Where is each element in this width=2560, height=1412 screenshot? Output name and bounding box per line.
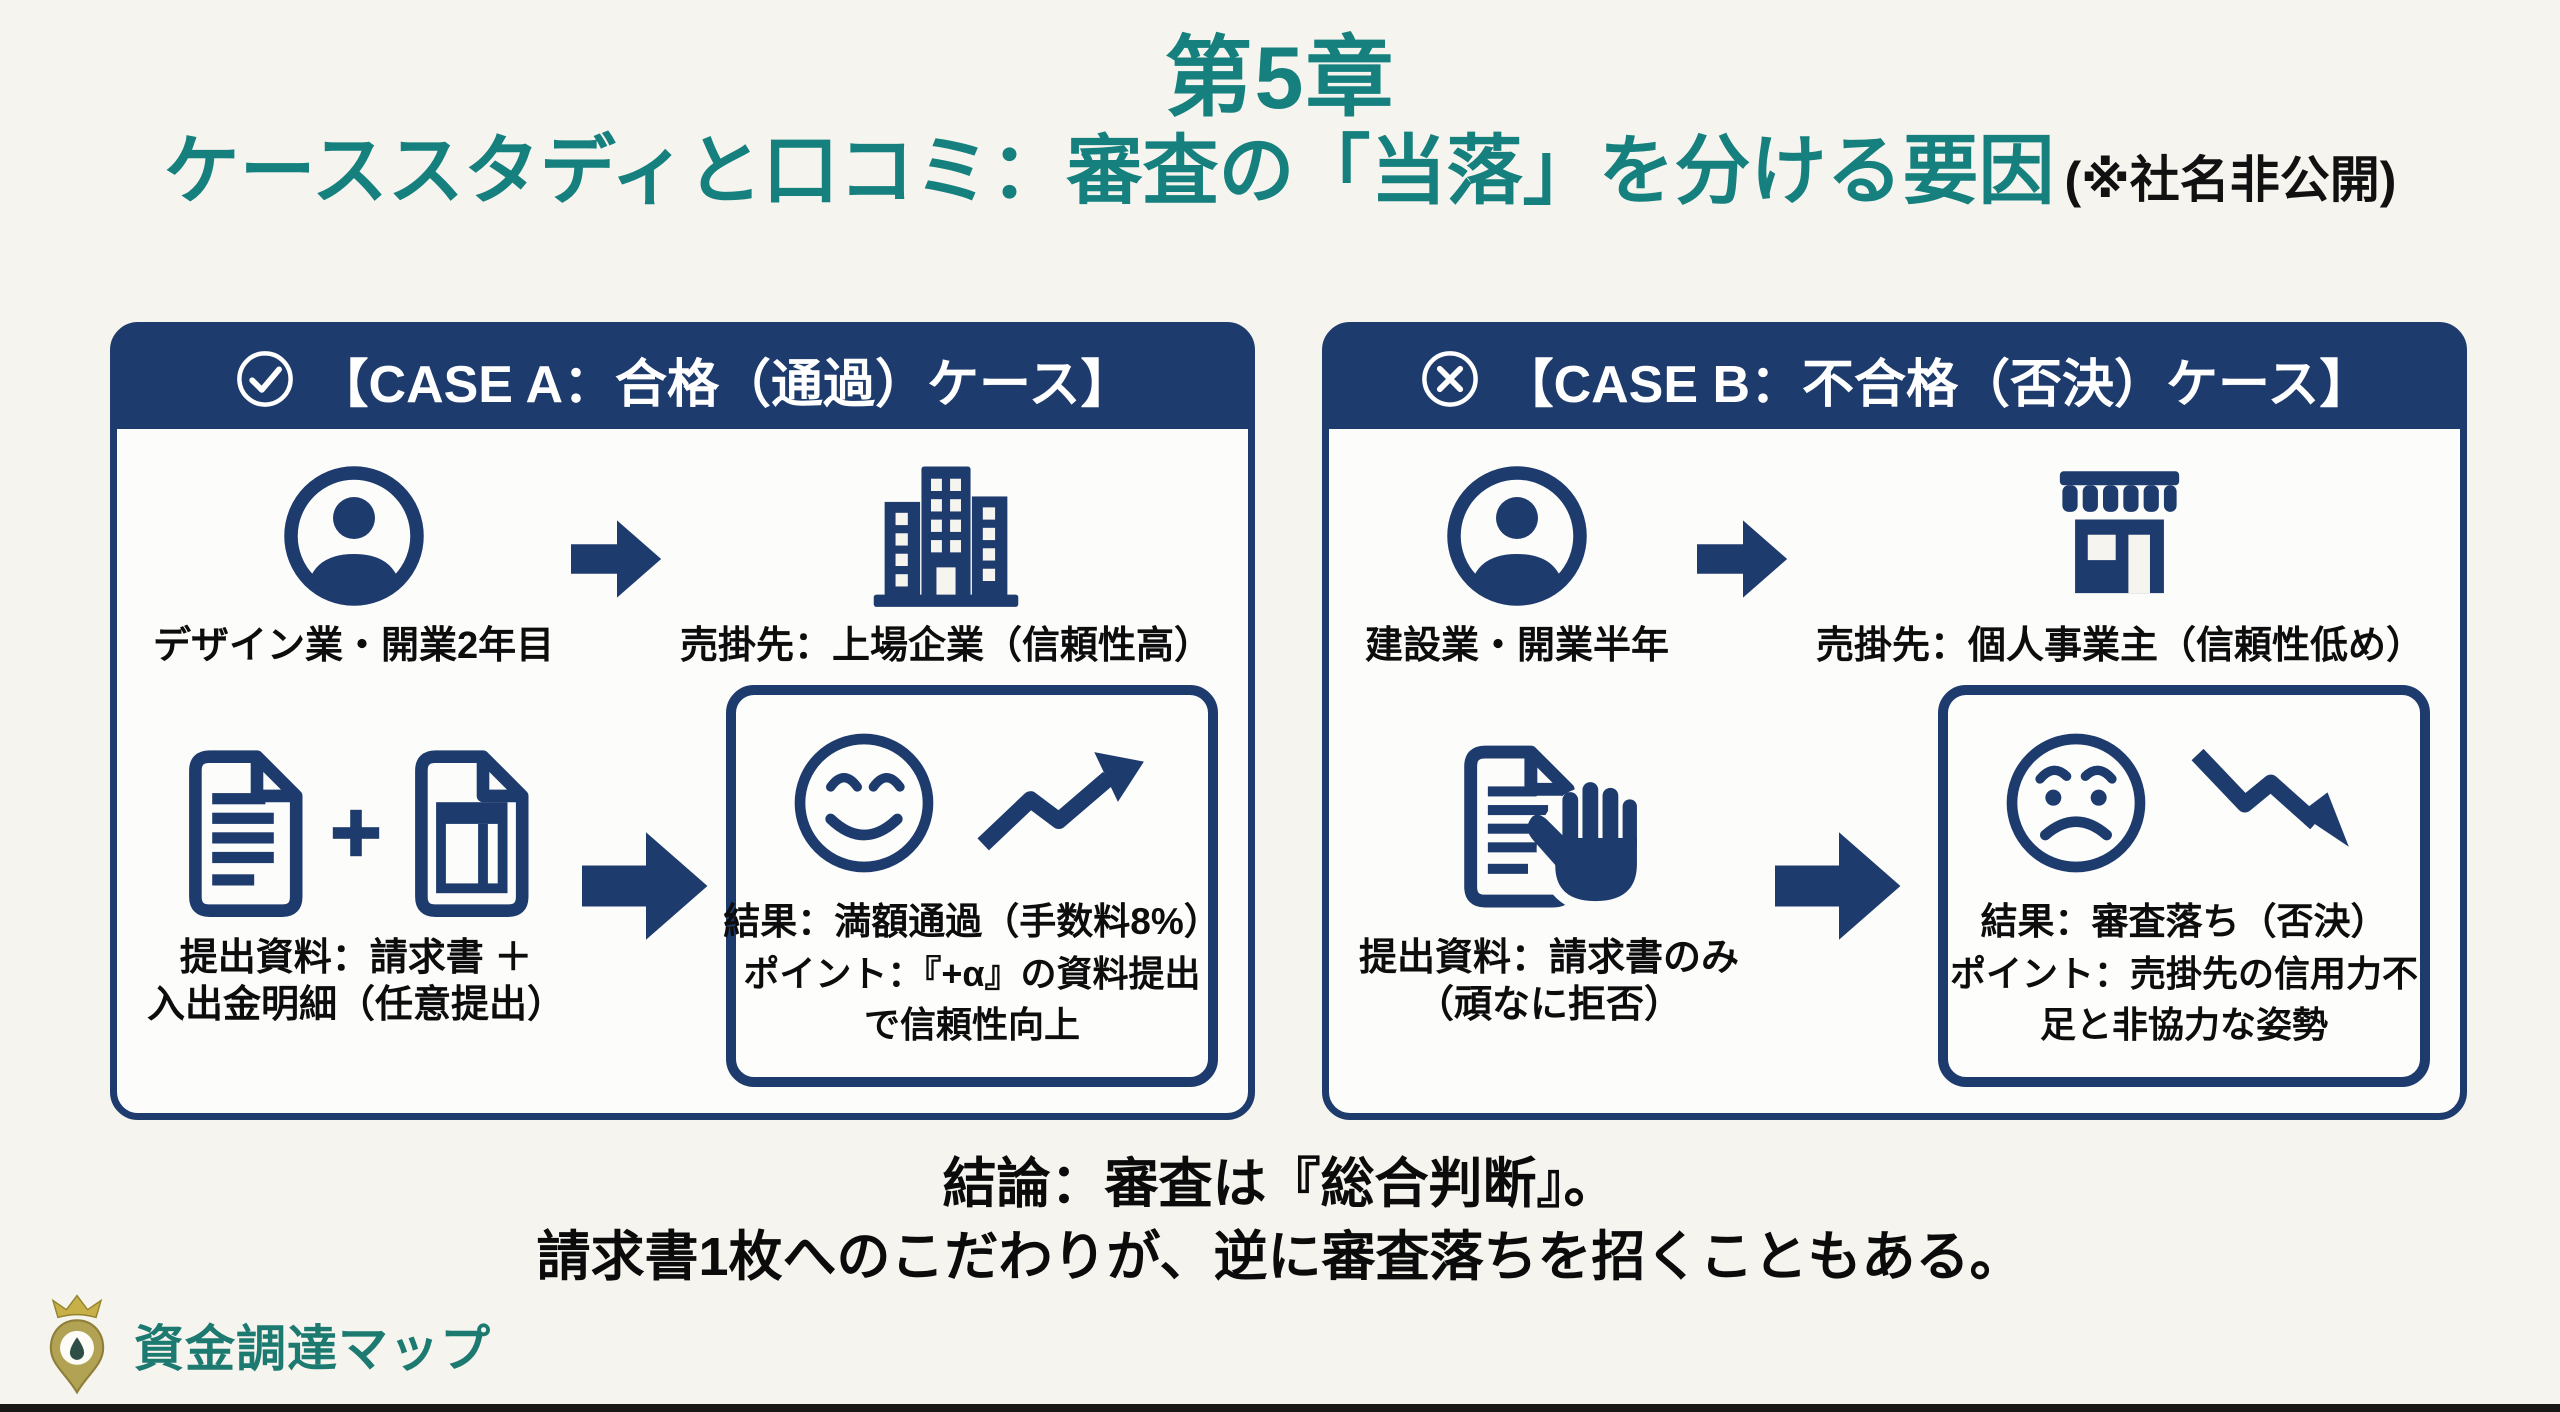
case-b-applicant-label: 建設業・開業半年 xyxy=(1365,625,1670,667)
crown-map-pin-icon xyxy=(38,1292,116,1398)
arrow-right-icon xyxy=(581,806,710,966)
case-a-applicant-label: デザイン業・開業2年目 xyxy=(153,625,555,667)
case-a-row2: 提出資料：請求書 ＋ 入出金明細（任意提出） xyxy=(145,685,1221,1087)
document-invoice-icon xyxy=(399,743,539,923)
trend-up-arrow-icon xyxy=(965,738,1155,868)
case-b-row2: 提出資料：請求書のみ （頑なに拒否） xyxy=(1357,685,2432,1087)
case-a-result-icons xyxy=(789,723,1155,883)
case-a-documents-label: 提出資料：請求書 ＋ 入出金明細（任意提出） xyxy=(147,936,566,1027)
trend-down-arrow-icon xyxy=(2177,738,2367,868)
person-icon xyxy=(1442,461,1592,611)
conclusion-line1: 結論：審査は『総合判断』。 xyxy=(942,1154,1618,1214)
case-b-point-line1: ポイント：売掛先の信用力不 xyxy=(1949,953,2418,995)
case-b-client-label: 売掛先：個人事業主（信頼性低め） xyxy=(1815,625,2424,667)
case-a-applicant-cell: デザイン業・開業2年目 xyxy=(153,461,554,671)
brand-name: 資金調達マップ xyxy=(134,1321,491,1377)
case-b-point-line2: 足と非協力な姿勢 xyxy=(2039,1003,2328,1045)
case-a-client-cell: 売掛先：上場企業（信頼性高） xyxy=(680,461,1212,671)
arrow-right-icon xyxy=(1696,509,1789,609)
case-a-documents-cell: 提出資料：請求書 ＋ 入出金明細（任意提出） xyxy=(147,743,565,1030)
bottom-bar xyxy=(0,1404,2560,1412)
arrow-right-icon xyxy=(1774,806,1903,966)
worried-face-icon xyxy=(2001,723,2151,883)
case-a-body: デザイン業・開業2年目 xyxy=(117,429,1248,1113)
case-b-panel: 【CASE B：不合格（否決）ケース】 建設業・開業半年 xyxy=(1322,322,2467,1120)
case-b-result-icons xyxy=(2001,723,2367,883)
check-circle-icon xyxy=(233,347,297,411)
subtitle-note: (※社名非公開) xyxy=(2064,152,2397,209)
page-title: 第5章 xyxy=(1164,28,1396,127)
case-a-panel: 【CASE A：合格（通過）ケース】 デザイン業・開業2年目 xyxy=(110,322,1255,1120)
case-a-row1: デザイン業・開業2年目 xyxy=(145,453,1220,671)
case-b-documents-label: 提出資料：請求書のみ （頑なに拒否） xyxy=(1359,936,1740,1027)
case-b-applicant-cell: 建設業・開業半年 xyxy=(1365,461,1669,671)
case-a-client-label: 売掛先：上場企業（信頼性高） xyxy=(679,625,1212,667)
smiley-face-icon xyxy=(789,723,939,883)
storefront-icon xyxy=(2037,461,2202,611)
case-a-header: 【CASE A：合格（通過）ケース】 xyxy=(117,329,1248,429)
case-b-result-line: 結果：審査落ち（否決） xyxy=(1980,901,2388,943)
case-b-client-cell: 売掛先：個人事業主（信頼性低め） xyxy=(1816,461,2424,671)
conclusion-line2: 請求書1枚へのこだわりが、逆に審査落ちを招くこともある。 xyxy=(536,1226,2024,1287)
case-a-point-line1: ポイント：『+α』の資料提出 xyxy=(743,953,1201,995)
subtitle-text: ケーススタディと口コミ：審査の「当落」を分ける要因 xyxy=(163,129,2055,215)
case-a-point-line2: で信頼性向上 xyxy=(863,1003,1080,1045)
case-b-header: 【CASE B：不合格（否決）ケース】 xyxy=(1329,329,2460,429)
case-a-result-line: 結果：満額通過（手数料8%） xyxy=(723,901,1221,943)
case-a-header-label: 【CASE A：合格（通過）ケース】 xyxy=(316,355,1133,414)
arrow-right-icon xyxy=(571,509,663,609)
page-subtitle: ケーススタディと口コミ：審査の「当落」を分ける要因(※社名非公開) xyxy=(0,129,2560,215)
person-icon xyxy=(279,461,429,611)
case-b-header-label: 【CASE B：不合格（否決）ケース】 xyxy=(1501,355,2372,414)
x-circle-icon xyxy=(1418,347,1482,411)
case-a-result-box: 結果：満額通過（手数料8%） ポイント：『+α』の資料提出 で信頼性向上 xyxy=(723,685,1221,1087)
case-b-documents-icons xyxy=(1442,743,1657,923)
case-b-body: 建設業・開業半年 xyxy=(1329,429,2460,1113)
brand-logo: 資金調達マップ xyxy=(38,1292,491,1398)
conclusion-block: 結論：審査は『総合判断』。 請求書1枚へのこだわりが、逆に審査落ちを招くこともあ… xyxy=(0,1148,2560,1294)
case-a-documents-icons xyxy=(173,743,539,923)
plus-icon xyxy=(327,804,385,862)
document-hand-stop-icon xyxy=(1442,743,1657,923)
document-lines-icon xyxy=(173,743,313,923)
case-b-row1: 建設業・開業半年 xyxy=(1357,453,2432,671)
office-building-icon xyxy=(851,461,1041,611)
title-block: 第5章 ケーススタディと口コミ：審査の「当落」を分ける要因(※社名非公開) xyxy=(0,30,2560,213)
case-b-documents-cell: 提出資料：請求書のみ （頑なに拒否） xyxy=(1359,743,1739,1030)
case-b-result-box: 結果：審査落ち（否決） ポイント：売掛先の信用力不 足と非協力な姿勢 xyxy=(1937,685,2430,1087)
